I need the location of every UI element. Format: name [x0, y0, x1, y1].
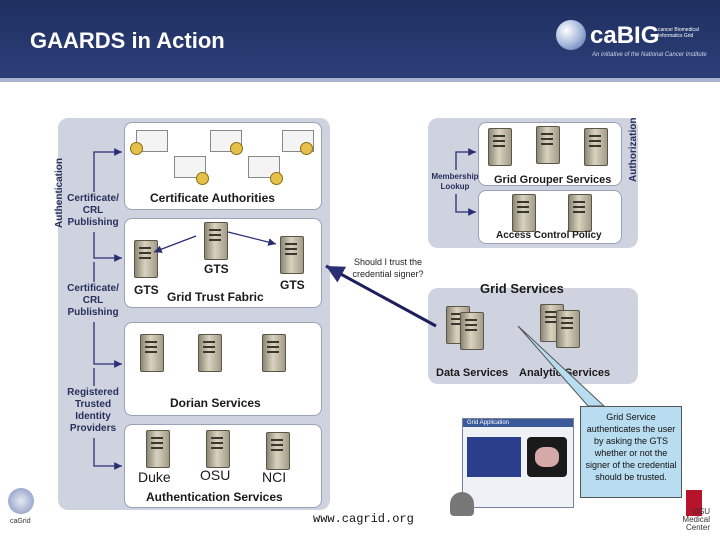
- grid-services-label: Grid Services: [480, 281, 564, 296]
- gts-server-icon: [280, 236, 304, 274]
- osu-logo-icon: [686, 490, 702, 516]
- nci-label: NCI: [262, 469, 287, 485]
- policy-server-icon: [512, 194, 536, 232]
- policy-server-icon: [568, 194, 592, 232]
- grid-trust-fabric-label: Grid Trust Fabric: [167, 290, 264, 304]
- cabig-logo-subtitle: An initiative of the National Cancer Ins…: [592, 52, 707, 58]
- analytic-server-icon: [556, 310, 580, 348]
- cabig-logo-text: caBIG: [590, 22, 660, 49]
- osu-logo-text: OSU Medical Center: [682, 507, 710, 532]
- ct-scan-icon: [527, 437, 567, 477]
- dorian-server-icon: [262, 334, 286, 372]
- certificate-seal-icon: [270, 172, 283, 185]
- us-map-icon: [467, 437, 521, 477]
- grouper-server-icon: [584, 128, 608, 166]
- nci-server-icon: [266, 432, 290, 470]
- duke-server-icon: [146, 430, 170, 468]
- registered-arrow-down: [93, 438, 122, 470]
- footer-url[interactable]: www.cagrid.org: [313, 512, 414, 526]
- gts-arrow-right: [227, 231, 277, 246]
- callout-pointer: [517, 325, 606, 407]
- dorian-services-label: Dorian Services: [170, 396, 261, 410]
- trust-query-arrow: [325, 264, 437, 328]
- osu-label: OSU: [200, 467, 231, 483]
- crl-arrow-1: [93, 148, 122, 192]
- cabig-globe-icon: [556, 20, 586, 50]
- certificate-authorities-label: Certificate Authorities: [150, 191, 275, 205]
- membership-lookup-label: Membership Lookup: [431, 172, 479, 191]
- cagrid-logo-text: caGrid: [10, 518, 31, 525]
- crl-publishing-label-2: Certificate/ CRL Publishing: [67, 283, 119, 318]
- callout-text: Grid Service authenticates the user by a…: [585, 412, 677, 482]
- data-services-label: Data Services: [436, 367, 509, 379]
- grid-grouper-label: Grid Grouper Services: [494, 174, 612, 186]
- gts-arrow-left: [153, 235, 197, 253]
- header-bar: [0, 0, 720, 78]
- app-title: Grid Application: [467, 420, 510, 426]
- app-title-bar: Grid Application: [463, 419, 573, 427]
- dorian-server-icon: [140, 334, 164, 372]
- gts-right-label: GTS: [280, 278, 305, 292]
- certificate-seal-icon: [130, 142, 143, 155]
- cabig-logo-tagline: cancer Biomedical Informatics Grid: [658, 27, 699, 39]
- certificate-seal-icon: [300, 142, 313, 155]
- gts-left-label: GTS: [134, 283, 159, 297]
- membership-arrow-up: [455, 148, 476, 170]
- crl-arrow-4: [93, 322, 122, 368]
- ct-scan-tissue: [535, 447, 559, 467]
- access-control-box: [478, 190, 622, 244]
- duke-label: Duke: [138, 469, 171, 485]
- dorian-server-icon: [198, 334, 222, 372]
- header-rule: [0, 78, 720, 82]
- certificate-seal-icon: [230, 142, 243, 155]
- user-icon: [450, 492, 474, 516]
- cagrid-globe-icon: [8, 488, 34, 514]
- membership-arrow-down: [455, 194, 476, 216]
- certificate-icon: [136, 130, 168, 152]
- slide-title: GAARDS in Action: [30, 28, 225, 53]
- registered-providers-label: Registered Trusted Identity Providers: [67, 387, 119, 434]
- trust-question-note: Should I trust the credential signer?: [352, 257, 424, 279]
- crl-publishing-label-1: Certificate/ CRL Publishing: [67, 193, 119, 228]
- gts-server-icon: [204, 222, 228, 260]
- data-server-icon: [460, 312, 484, 350]
- osu-server-icon: [206, 430, 230, 468]
- crl-arrow-2: [93, 232, 122, 262]
- certificate-seal-icon: [196, 172, 209, 185]
- access-control-label: Access Control Policy: [496, 230, 602, 241]
- grid-application-window: Grid Application: [462, 418, 574, 508]
- authentication-services-label: Authentication Services: [146, 490, 283, 504]
- gts-center-label: GTS: [204, 262, 229, 276]
- grouper-server-icon: [536, 126, 560, 164]
- grouper-server-icon: [488, 128, 512, 166]
- callout-box: Grid Service authenticates the user by a…: [580, 406, 682, 498]
